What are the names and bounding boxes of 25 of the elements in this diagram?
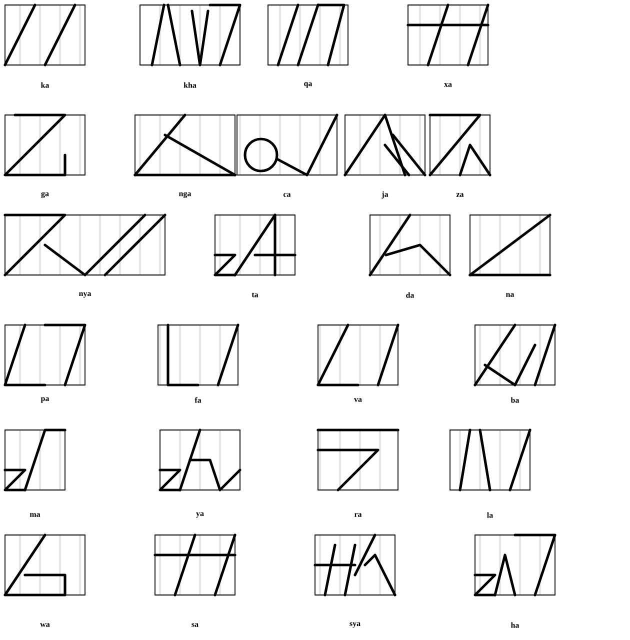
glyph-label: wa [40, 623, 50, 627]
glyph-label: ca [284, 193, 291, 197]
glyph-label: la [487, 512, 493, 518]
glyph-label: da [406, 292, 414, 298]
glyph-label: ba [510, 397, 520, 403]
glyph-label: xa [444, 83, 452, 87]
glyph-label: sya [350, 622, 360, 628]
glyph-label: ra [354, 513, 362, 517]
glyph-label: pa [40, 397, 50, 403]
glyph-label: fa [194, 397, 202, 403]
glyph-label: qa [304, 82, 312, 88]
glyph-label: nya [79, 292, 92, 298]
glyph-label: na [506, 293, 514, 297]
glyph-label: za [456, 193, 464, 197]
glyph-label: ja [382, 191, 388, 199]
glyph-label: ka [40, 82, 50, 88]
glyph-label: nga [179, 192, 192, 198]
glyph-label: ma [30, 513, 40, 517]
glyph-label: ga [41, 192, 49, 198]
glyph-label: ha [510, 622, 520, 628]
glyph-label: kha [184, 82, 196, 88]
glyph-label: va [354, 398, 362, 402]
glyph-label: ta [252, 292, 258, 298]
glyph-label: sa [192, 623, 198, 627]
glyph-label: ya [196, 512, 204, 518]
